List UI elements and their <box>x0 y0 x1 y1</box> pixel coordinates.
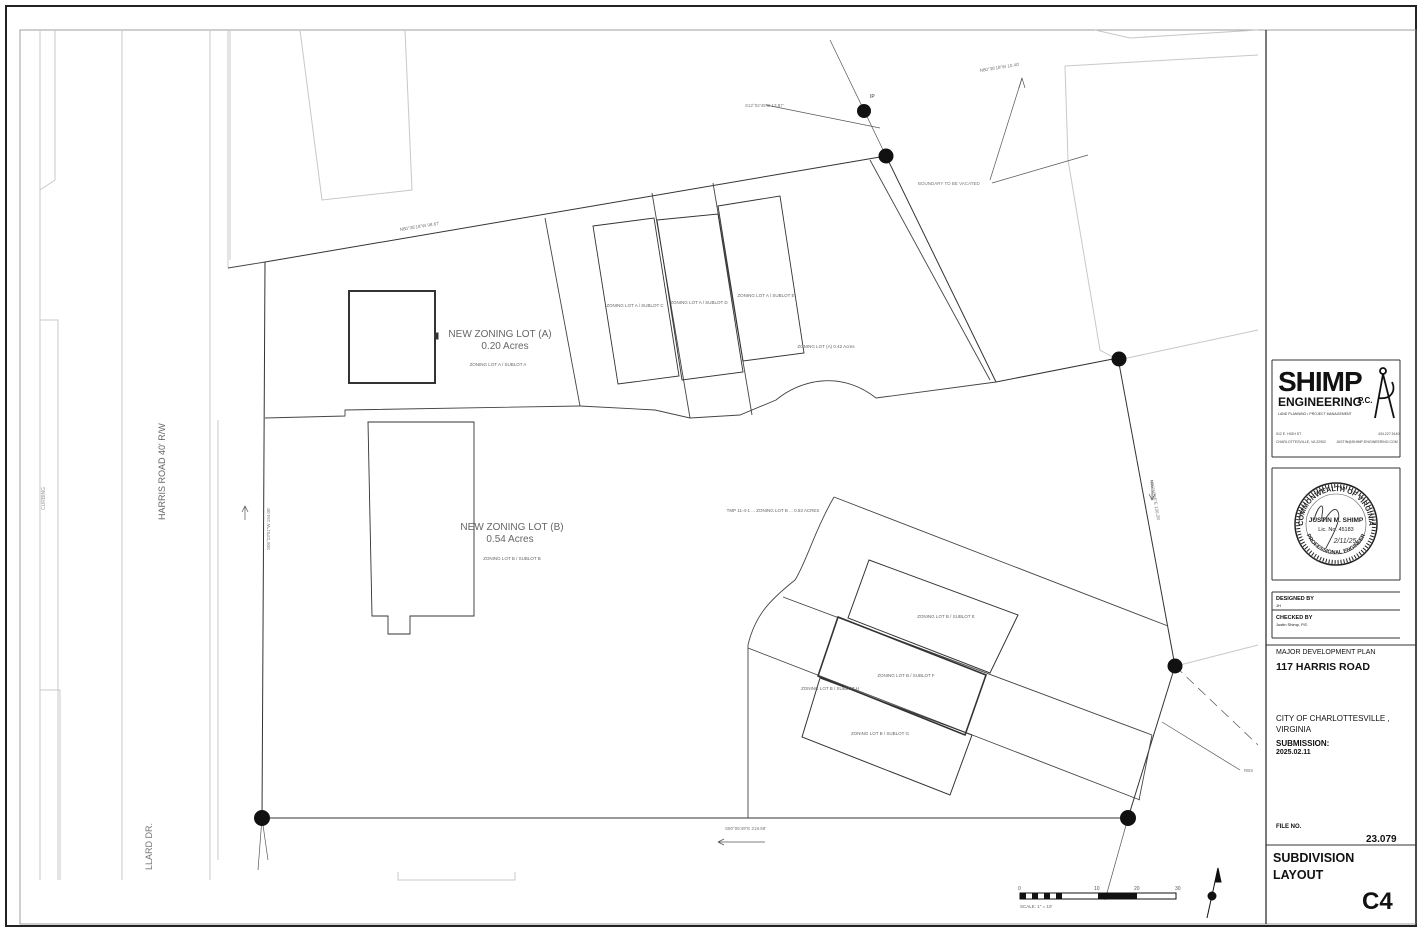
seal-lic: Lic. No. 45183 <box>1318 527 1353 533</box>
submission-label: SUBMISSION: <box>1276 739 1330 748</box>
designed-by-label: DESIGNED BY <box>1276 596 1314 602</box>
seal-date: 2/11/25 <box>1333 538 1357 545</box>
bearing-right: N09°56'26"E 130.26' <box>1149 479 1161 521</box>
lot-a-remaining: ZONING LOT (A) 0.42 Acres <box>797 344 855 349</box>
lot-a-area: 0.20 Acres <box>481 341 528 352</box>
sheet-title-2: LAYOUT <box>1273 868 1324 882</box>
sheet-number: C4 <box>1362 888 1393 915</box>
lot-a-title: NEW ZONING LOT (A) <box>448 329 551 340</box>
pin-label-1: IP <box>870 94 875 100</box>
buildings <box>348 195 1019 796</box>
pin-bottom-left <box>254 810 270 826</box>
state: VIRGINIA <box>1276 725 1312 734</box>
sublot-top-1: ZONING LOT A / SUBLOT C <box>606 303 664 308</box>
bearing-left: S06°23'01"W 194.00' <box>266 507 271 550</box>
designed-by-value: JH <box>1276 603 1281 608</box>
seal-name: JUSTIN M. SHIMP <box>1309 517 1364 524</box>
existing-building-a <box>348 290 436 384</box>
company-suffix: P.C. <box>1358 396 1373 405</box>
title-block: SHIMP ENGINEERING P.C. LAND PLANNING • P… <box>1266 30 1416 925</box>
pin-right-1 <box>1111 351 1127 367</box>
leader-lines <box>241 39 1259 901</box>
project-name: 117 HARRIS ROAD <box>1276 661 1370 673</box>
checked-by-label: CHECKED BY <box>1276 615 1313 621</box>
signature <box>1313 505 1340 549</box>
pin-right-2 <box>1167 658 1183 674</box>
lot-b-title: NEW ZONING LOT (B) <box>460 522 563 533</box>
sublot-right-2: ZONING LOT B / SUBLOT F <box>877 673 935 678</box>
pin-bottom-right <box>1120 810 1136 826</box>
sublot-top-2: ZONING LOT A / SUBLOT D <box>670 300 728 305</box>
bearing-note-top: S12°02'45"E 13.87' <box>745 103 784 108</box>
lot-lines <box>227 159 1169 818</box>
scale-0: 0 <box>1018 886 1021 892</box>
pin-top-2 <box>878 148 894 164</box>
company-name: SHIMP <box>1278 366 1363 397</box>
pin-top-1 <box>857 104 871 118</box>
scale-bar: 0 10 20 30 SCALE: 1" = 10' <box>1018 886 1181 909</box>
address-line-1: 912 E. HIGH ST <box>1276 432 1302 436</box>
road-curbing-label: CURBING <box>41 487 47 510</box>
sublot-right-left: ZONING LOT B / SUBLOT H <box>801 686 859 691</box>
titleblock-lines <box>1266 359 1416 846</box>
company-subname: ENGINEERING <box>1278 395 1363 409</box>
email: JUSTIN@SHIMP-ENGINEERING.COM <box>1336 440 1398 444</box>
file-no-label: FILE NO. <box>1276 824 1302 830</box>
lot-a-sublot: ZONING LOT A / SUBLOT A <box>470 362 527 367</box>
corner-label: RBS <box>1244 768 1253 773</box>
bearing-topright: N80°36'18"W 10.40' <box>979 62 1020 73</box>
center-note: TMP 11-4-1 ... ZONING LOT B ... 0.53 ACR… <box>727 508 820 513</box>
file-no: 23.079 <box>1366 834 1397 845</box>
road-label-bottom: LLARD DR. <box>144 823 154 870</box>
townhouse-unit-2 <box>656 213 744 381</box>
townhouse-unit-3 <box>717 195 805 362</box>
building-b-footprint <box>367 421 475 635</box>
lot-labels: NEW ZONING LOT (A) 0.20 Acres ZONING LOT… <box>448 293 974 736</box>
scale-20: 20 <box>1134 886 1140 892</box>
sheet-title-1: SUBDIVISION <box>1273 851 1355 865</box>
bearing-bottom: S80°05'49"E 218.58' <box>725 826 766 831</box>
compass-logo-icon <box>1374 367 1395 419</box>
scale-30: 30 <box>1175 886 1181 892</box>
sublot-right-1: ZONING LOT B / SUBLOT E <box>917 614 975 619</box>
townhouse-unit-5 <box>816 615 988 737</box>
inner-border <box>19 29 1417 925</box>
scale-10: 10 <box>1094 886 1100 892</box>
background-context-lines <box>39 29 1259 881</box>
townhouse-unit-4 <box>847 559 1019 674</box>
property-boundary <box>261 155 1176 819</box>
submission-date: 2025.02.11 <box>1276 749 1311 756</box>
boundary-note: BOUNDARY TO BE VACATED <box>918 181 981 186</box>
townhouse-unit-6 <box>801 677 973 796</box>
plan-type: MAJOR DEVELOPMENT PLAN <box>1276 649 1376 656</box>
phone: 434.227.5140 <box>1378 432 1400 436</box>
city: CITY OF CHARLOTTESVILLE , <box>1276 714 1390 723</box>
townhouse-unit-1 <box>592 217 680 385</box>
address-line-2: CHARLOTTESVILLE, VA 22902 <box>1276 440 1326 444</box>
survey-pins: IP <box>254 94 1183 826</box>
sublot-top-3: ZONING LOT A / SUBLOT E <box>737 293 794 298</box>
company-tagline: LAND PLANNING • PROJECT MANAGEMENT <box>1278 412 1352 416</box>
lot-b-area: 0.54 Acres <box>486 534 533 545</box>
scale-caption: SCALE: 1" = 10' <box>1020 904 1052 909</box>
sublot-right-3: ZONING LOT B / SUBLOT G <box>851 731 910 736</box>
checked-by-value: Justin Shimp, P.E. <box>1276 622 1309 627</box>
bearing-top: N80°36'18"W 98.67' <box>399 221 440 232</box>
north-arrow-icon <box>1206 867 1222 919</box>
lot-b-sublot: ZONING LOT B / SUBLOT B <box>483 556 541 561</box>
road-label: HARRIS ROAD 40' R/W <box>157 423 167 520</box>
